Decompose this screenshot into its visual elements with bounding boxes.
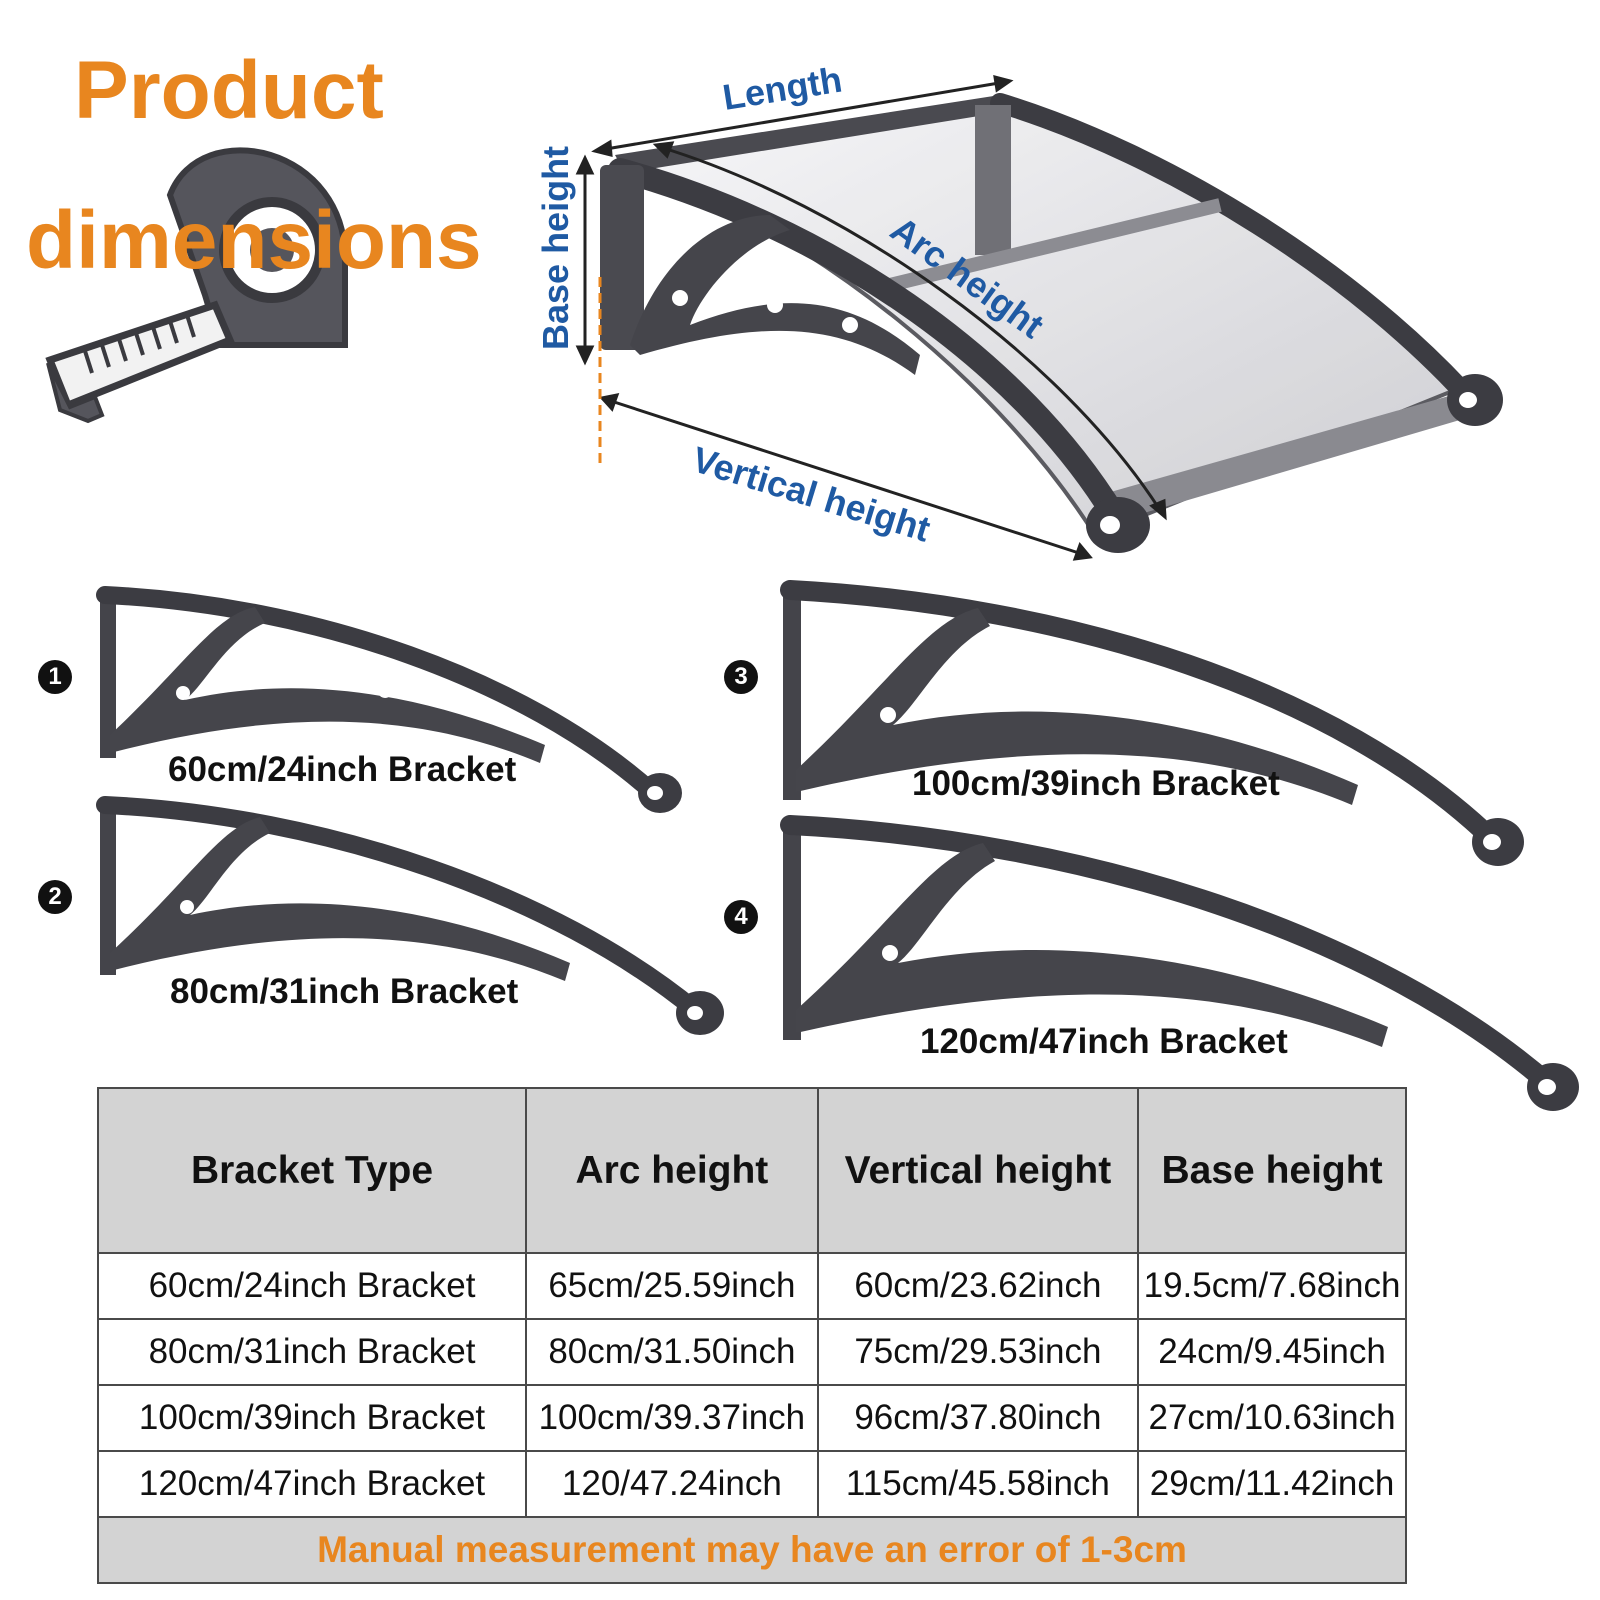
table-cell: 100cm/39.37inch (525, 1384, 819, 1452)
bracket-number-3: 3 (724, 660, 758, 694)
table-cell: 120/47.24inch (525, 1450, 819, 1518)
bracket-3-image (780, 580, 1524, 866)
bracket-number-4: 4 (724, 900, 758, 934)
table-cell: 60cm/23.62inch (816, 1252, 1140, 1320)
table-cell: 75cm/29.53inch (816, 1318, 1140, 1386)
table-cell: 120cm/47inch Bracket (96, 1450, 528, 1518)
table-cell: 96cm/37.80inch (816, 1384, 1140, 1452)
table-cell: 60cm/24inch Bracket (96, 1252, 528, 1320)
bracket-1-image (96, 586, 682, 813)
bracket-label-2: 80cm/31inch Bracket (170, 972, 519, 1011)
bracket-number-1: 1 (38, 660, 72, 694)
base-height-label: Base height (535, 146, 576, 350)
table-note-row: Manual measurement may have an error of … (97, 1516, 1407, 1584)
table-cell: 27cm/10.63inch (1137, 1384, 1407, 1452)
header-vertical-height: Vertical height (816, 1087, 1140, 1254)
table-row: 120cm/47inch Bracket 120/47.24inch 115cm… (96, 1450, 1407, 1518)
header-arc-height: Arc height (525, 1087, 819, 1254)
table-cell: 80cm/31inch Bracket (96, 1318, 528, 1386)
table-row: 80cm/31inch Bracket 80cm/31.50inch 75cm/… (96, 1318, 1407, 1386)
table-row: 60cm/24inch Bracket 65cm/25.59inch 60cm/… (96, 1252, 1407, 1320)
bracket-label-4: 120cm/47inch Bracket (920, 1022, 1288, 1061)
header-bracket-type: Bracket Type (96, 1087, 528, 1254)
dimensions-table: Bracket Type Arc height Vertical height … (96, 1087, 1407, 1584)
table-header-row: Bracket Type Arc height Vertical height … (96, 1087, 1407, 1254)
bracket-2-image (96, 796, 724, 1035)
title-dimensions: dimensions (26, 195, 482, 286)
table-cell: 19.5cm/7.68inch (1137, 1252, 1407, 1320)
bracket-4-image (780, 815, 1579, 1111)
table-cell: 24cm/9.45inch (1137, 1318, 1407, 1386)
table-cell: 80cm/31.50inch (525, 1318, 819, 1386)
table-cell: 115cm/45.58inch (816, 1450, 1140, 1518)
tape-measure-icon (45, 147, 349, 424)
bracket-label-1: 60cm/24inch Bracket (168, 750, 517, 789)
measurement-note: Manual measurement may have an error of … (97, 1516, 1407, 1584)
title-product: Product (74, 45, 384, 136)
table-row: 100cm/39inch Bracket 100cm/39.37inch 96c… (96, 1384, 1407, 1452)
header-base-height: Base height (1137, 1087, 1407, 1254)
canopy-diagram: Length Arc height Base height Vertical h… (535, 59, 1503, 561)
bracket-label-3: 100cm/39inch Bracket (912, 764, 1280, 803)
table-cell: 65cm/25.59inch (525, 1252, 819, 1320)
table-cell: 100cm/39inch Bracket (96, 1384, 528, 1452)
table-cell: 29cm/11.42inch (1137, 1450, 1407, 1518)
bracket-number-2: 2 (38, 880, 72, 914)
length-label: Length (720, 59, 845, 118)
